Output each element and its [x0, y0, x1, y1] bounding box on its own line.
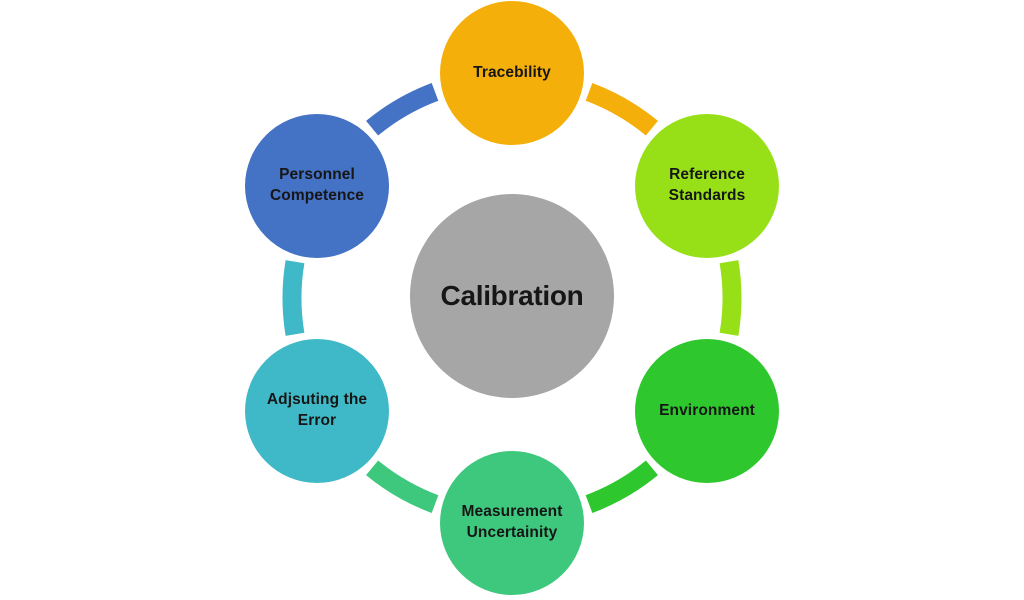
ring-segment-tracebility-to-reference — [585, 83, 658, 136]
center-node-calibration: Calibration — [410, 194, 614, 398]
ring-segment-environment-to-measurement — [585, 460, 658, 513]
ring-segment-measurement-to-adjsuting — [366, 460, 439, 513]
node-label-tracebility: Tracebility — [473, 63, 551, 81]
node-label-adjsuting-the-error: Adjsuting the Error — [266, 391, 368, 429]
node-personnel-competence: Personnel Competence — [245, 114, 389, 258]
ring-segment-adjsuting-to-personnel — [282, 260, 305, 336]
node-label-measurement-uncertainity: Measurement Uncertainity — [461, 503, 563, 541]
center-node-label: Calibration — [440, 280, 584, 312]
node-reference-standards: Reference Standards — [635, 114, 779, 258]
node-measurement-uncertainity: Measurement Uncertainity — [440, 451, 584, 595]
node-label-environment: Environment — [659, 401, 755, 419]
ring-segment-reference-to-environment — [719, 260, 742, 336]
ring-segment-personnel-to-tracebility — [366, 83, 439, 136]
node-label-reference-standards: Reference Standards — [668, 166, 746, 204]
node-environment: Environment — [635, 339, 779, 483]
node-label-personnel-competence: Personnel Competence — [269, 166, 365, 204]
node-tracebility: Tracebility — [440, 1, 584, 145]
node-adjsuting-the-error: Adjsuting the Error — [245, 339, 389, 483]
